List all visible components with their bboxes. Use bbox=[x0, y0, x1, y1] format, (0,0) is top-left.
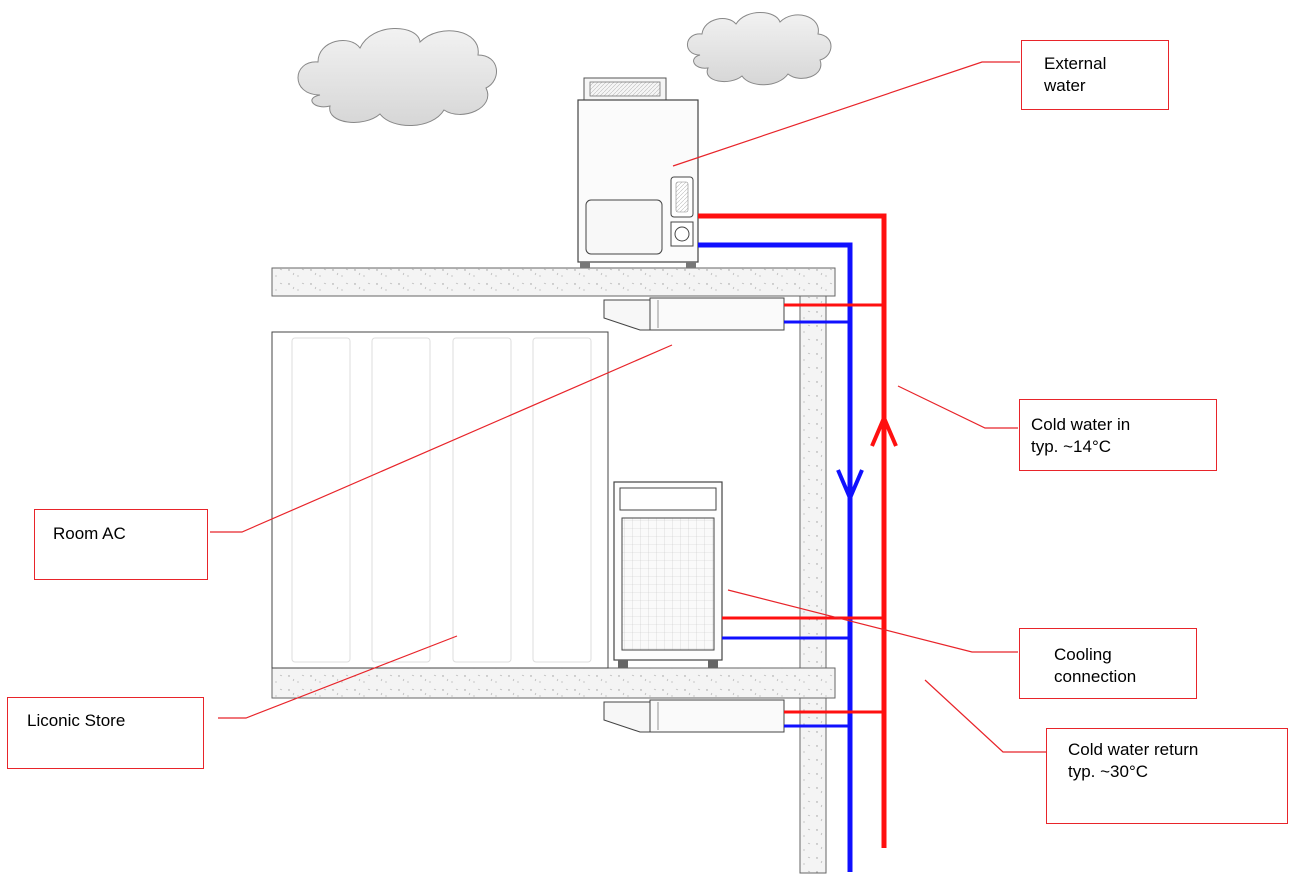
callout-line-cooling-connection bbox=[727, 589, 1018, 653]
liconic-store-unit bbox=[271, 331, 609, 669]
room-ac-unit bbox=[603, 297, 785, 331]
cloud-left bbox=[297, 28, 497, 126]
label-liconic-store-line1: Liconic Store bbox=[27, 711, 126, 730]
building-wall bbox=[799, 295, 827, 669]
label-room-ac-line1: Room AC bbox=[53, 524, 126, 543]
callout-line-cold-water-return bbox=[924, 679, 1046, 753]
label-external-water-line2: water bbox=[1044, 76, 1086, 96]
label-cold-water-return-line1: Cold water return bbox=[1068, 740, 1199, 759]
label-cooling-connection-line1: Cooling bbox=[1054, 645, 1112, 664]
label-external-water: External water bbox=[1021, 40, 1169, 110]
callout-line-external-water bbox=[672, 61, 1020, 167]
label-cold-water-in-line1: Cold water in bbox=[1031, 415, 1131, 434]
supply-flow-arrow bbox=[870, 412, 898, 447]
lower-room-ac-unit bbox=[603, 699, 785, 733]
roof-slab bbox=[271, 267, 836, 297]
label-external-water-line1: External bbox=[1044, 54, 1107, 73]
return-pipe bbox=[698, 242, 853, 872]
supply-pipe bbox=[698, 213, 887, 848]
callout-lines bbox=[210, 61, 1046, 753]
floor-slab bbox=[271, 667, 836, 699]
callout-line-room-ac bbox=[210, 344, 673, 533]
label-cooling-connection-line2: connection bbox=[1054, 667, 1137, 687]
cooling-connection-unit bbox=[613, 481, 723, 668]
label-liconic-store: Liconic Store bbox=[7, 697, 204, 769]
label-room-ac: Room AC bbox=[34, 509, 208, 580]
label-cold-water-return-line2: typ. ~30°C bbox=[1068, 762, 1149, 782]
label-cooling-connection: Cooling connection bbox=[1019, 628, 1197, 699]
external-chiller-unit bbox=[577, 77, 699, 268]
return-flow-arrow bbox=[836, 469, 864, 504]
label-cold-water-in: Cold water in typ. ~14°C bbox=[1019, 399, 1217, 471]
callout-line-liconic-store bbox=[218, 635, 458, 719]
callout-line-cold-water-in bbox=[897, 385, 1018, 429]
building-wall-lower bbox=[799, 697, 827, 874]
label-cold-water-in-line2: typ. ~14°C bbox=[1031, 437, 1112, 457]
cloud-right bbox=[687, 12, 832, 86]
label-cold-water-return: Cold water return typ. ~30°C bbox=[1046, 728, 1288, 824]
